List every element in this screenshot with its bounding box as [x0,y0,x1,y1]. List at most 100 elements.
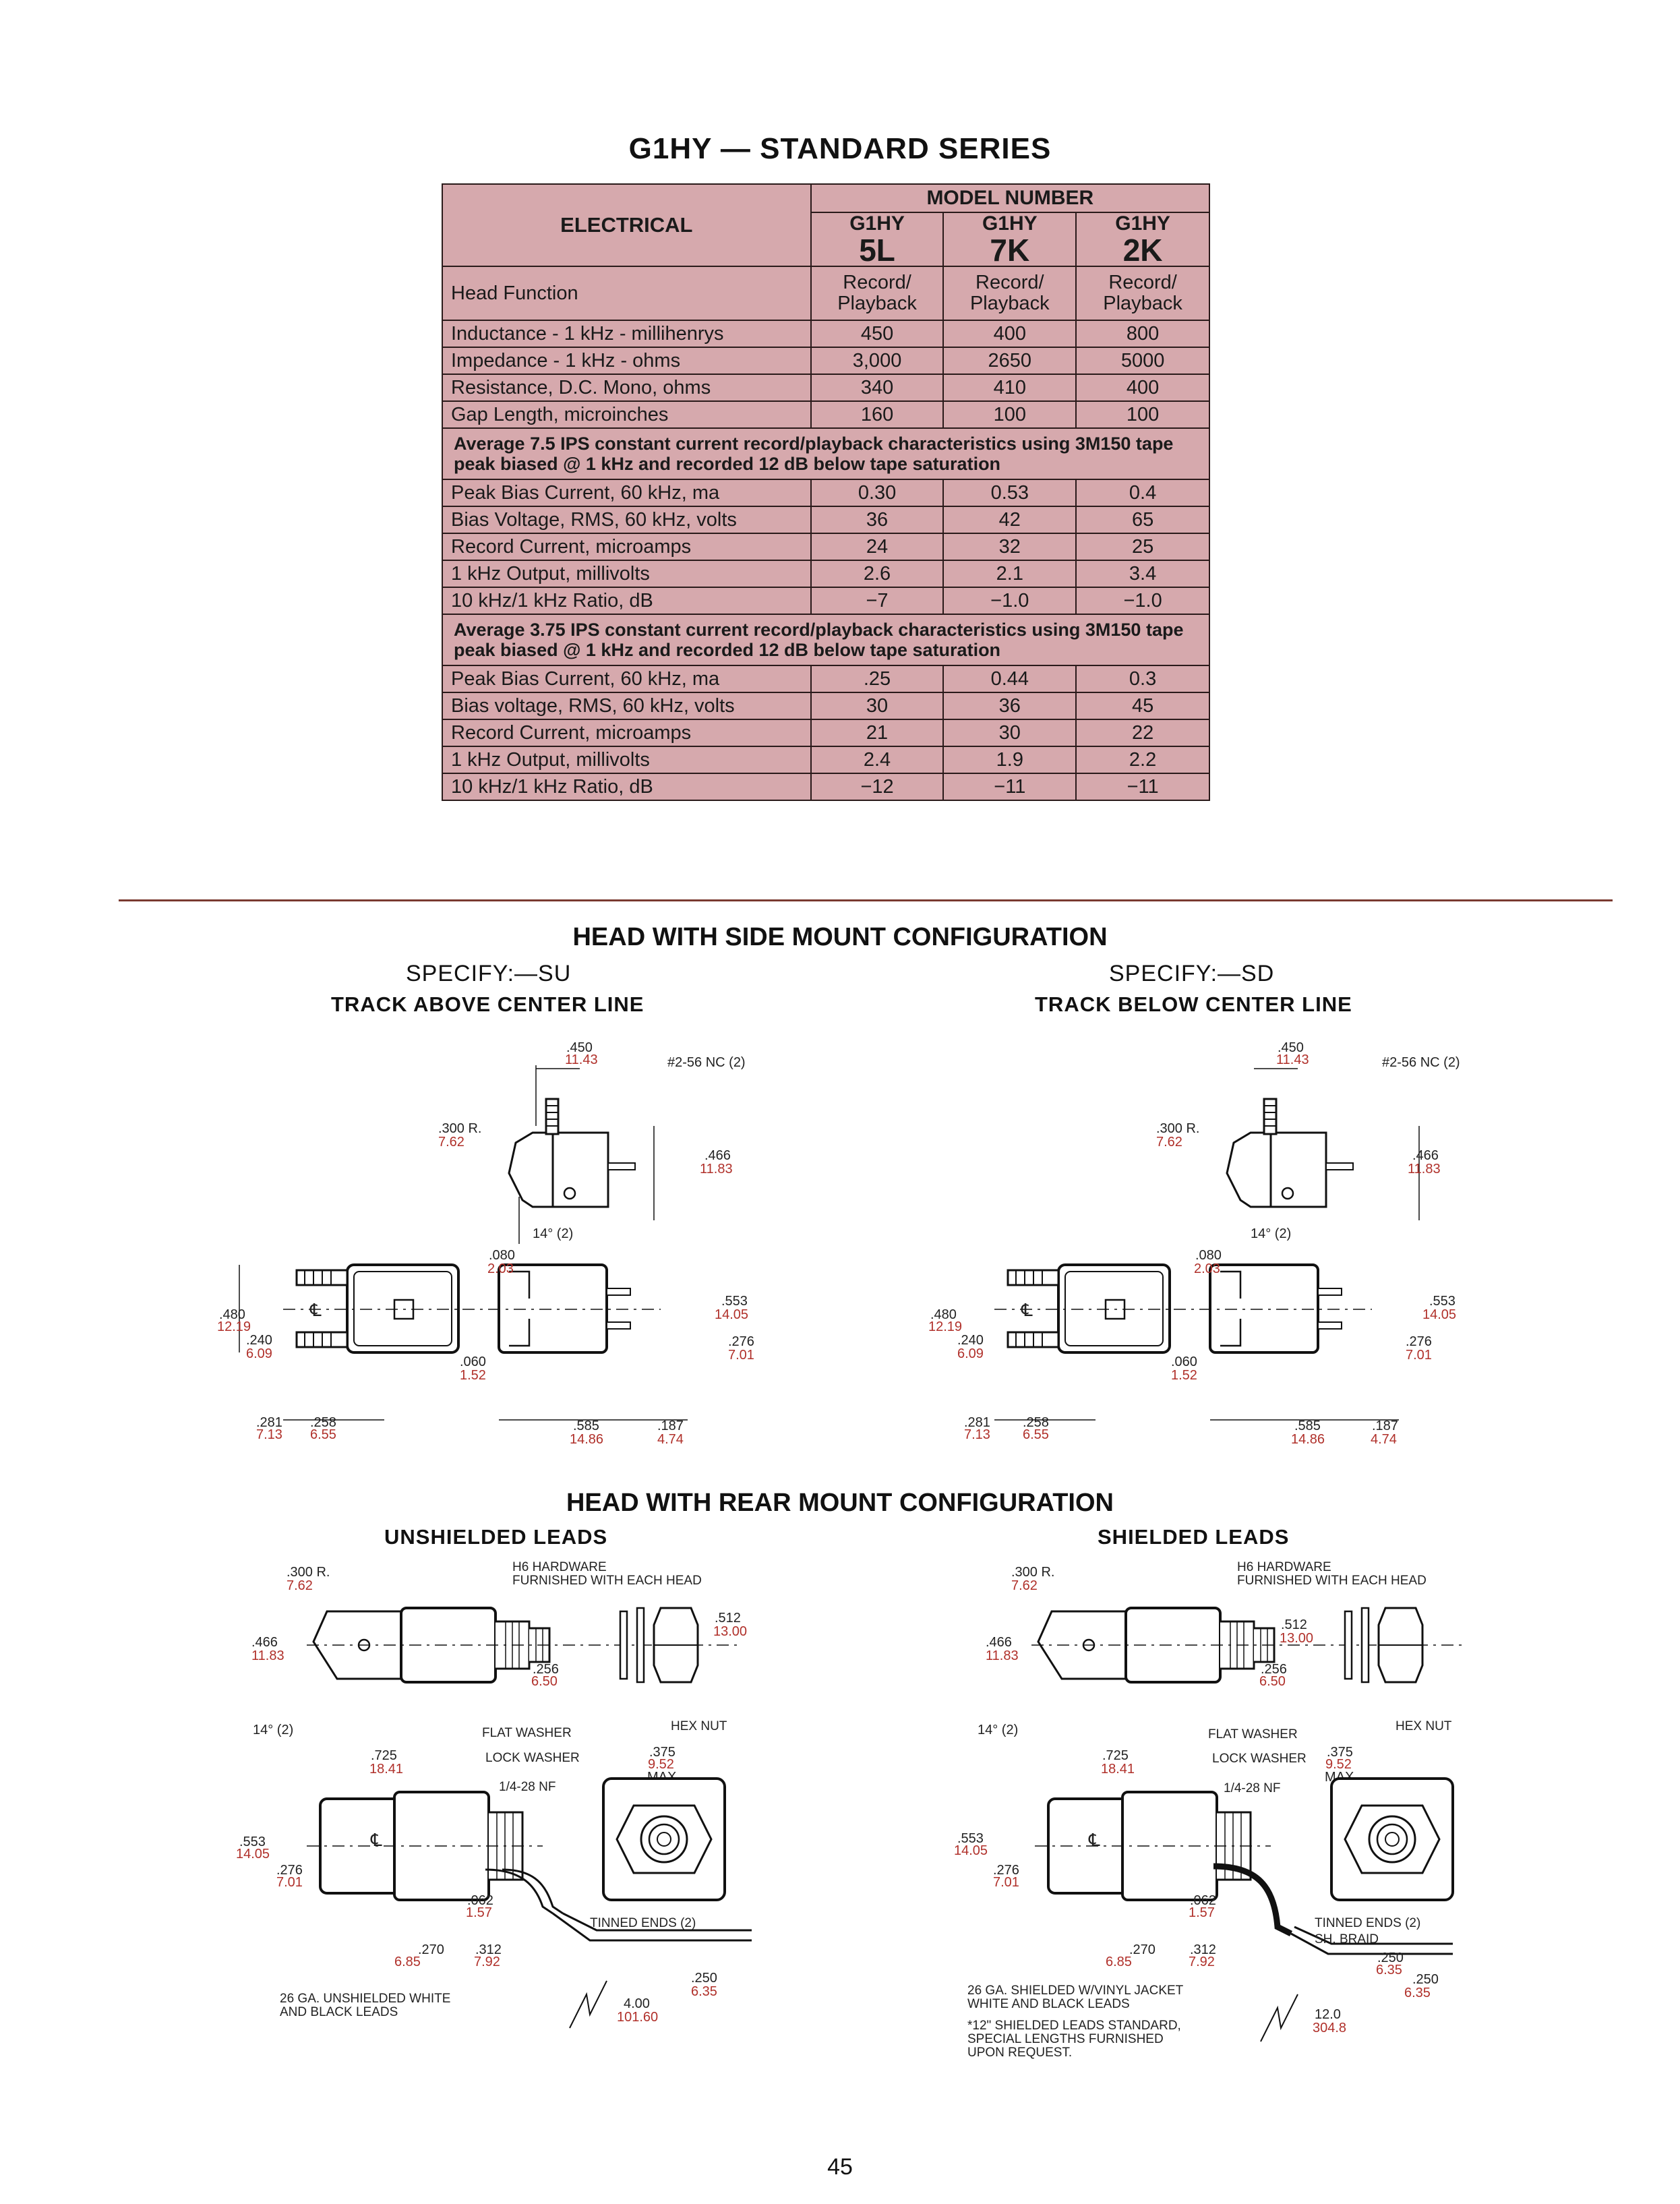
rear-dim-375-mm: 9.52 [648,1757,674,1772]
table-cell: 2650 [942,347,1077,375]
table-cell: 0.3 [1075,665,1210,693]
caption-track-above: TRACK ABOVE CENTER LINE [331,992,644,1016]
table-cell: −11 [1075,773,1210,801]
table-cell: 0.4 [1075,479,1210,507]
table-cell: Record/ Playback [1075,266,1210,321]
dim-450-mm: 11.43 [565,1052,598,1067]
rear-dim-256-mm-r: 6.50 [1259,1674,1286,1689]
centerline-symbol: ℄ [309,1300,322,1320]
furnished-label: FURNISHED WITH EACH HEAD [512,1574,702,1588]
dim-080: .080 [489,1248,515,1263]
thread-label-r: 1/4-28 NF [1224,1781,1280,1795]
table-cell: 0.30 [810,479,944,507]
rear-radius-300-mm: 7.62 [287,1578,313,1593]
rear-dim-375: .375 [649,1745,676,1760]
shielded-footnote-3: UPON REQUEST. [967,2046,1072,2060]
dim-585-r: .585 [1294,1419,1321,1433]
row-label: Bias voltage, RMS, 60 kHz, volts [442,692,812,720]
rear-mount-heading: HEAD WITH REAR MOUNT CONFIGURATION [566,1489,1114,1517]
row-label: Gap Length, microinches [442,400,812,429]
rear-dim-512-mm: 13.00 [713,1624,747,1639]
rear-dim-250-r2: .250 [1412,1972,1439,1987]
caption-shielded: SHIELDED LEADS [1098,1525,1290,1549]
radius-300-r: .300 R. [1156,1121,1199,1136]
dim-187-r: .187 [1372,1419,1398,1433]
sh-braid-label: SH. BRAID [1315,1932,1379,1946]
rear-dim-120-mm: 304.8 [1313,2021,1346,2035]
table-cell: 25 [1075,533,1210,561]
dim-240-r: .240 [957,1333,984,1348]
rear-dim-250-mm-r1: 6.35 [1376,1963,1402,1977]
rear-radius-300-mm-r: 7.62 [1011,1578,1038,1593]
centerline-symbol-r: ℄ [1021,1300,1033,1320]
table-row: 10 kHz/1 kHz Ratio, dB−12−11−11 [442,773,1210,801]
table-cell: 21 [810,719,944,747]
dim-466: .466 [704,1148,731,1163]
radius-300: .300 R. [438,1121,481,1136]
dim-060: .060 [460,1354,486,1369]
model-series: G1HY [849,212,905,235]
side-mount-right-front: .480 12.19 .240 6.09 ℄ .080 2.03 .060 1.… [928,1248,1456,1447]
rear-dim-553: .553 [239,1835,266,1849]
table-cell: 400 [1075,374,1210,402]
furnished-label-r: FURNISHED WITH EACH HEAD [1237,1574,1427,1588]
dim-187-mm: 4.74 [657,1432,684,1447]
table-cell: 5000 [1075,347,1210,375]
dim-080-r: .080 [1195,1248,1222,1263]
hex-nut-label: HEX NUT [671,1719,727,1733]
hardware-label: H6 HARDWARE [512,1560,607,1574]
hex-nut-label-r: HEX NUT [1396,1719,1452,1733]
rear-dim-276: .276 [276,1863,303,1878]
unshielded-note-1: 26 GA. UNSHIELDED WHITE [280,1992,450,2006]
table-cell: 450 [810,320,944,348]
shielded-note-1: 26 GA. SHIELDED W/VINYL JACKET [967,1984,1184,1998]
rear-angle-14-r: 14° (2) [978,1723,1018,1737]
dim-276: .276 [728,1334,754,1349]
hardware-label-r: H6 HARDWARE [1237,1560,1331,1574]
table-cell: −12 [810,773,944,801]
table-cell: 2.2 [1075,746,1210,774]
shielded-footnote-2: SPECIAL LENGTHS FURNISHED [967,2032,1164,2046]
rear-dim-062: .062 [467,1893,493,1908]
page-title: G1HY — STANDARD SERIES [628,132,1052,165]
dim-258-mm: 6.55 [310,1427,336,1442]
rear-dim-553-r: .553 [957,1831,984,1846]
electrical-header: ELECTRICAL [442,183,812,267]
row-label: Peak Bias Current, 60 kHz, ma [442,665,812,693]
flat-washer-label-r: FLAT WASHER [1208,1727,1298,1741]
rear-dim-512: .512 [715,1611,741,1626]
dim-187-mm-r: 4.74 [1371,1432,1397,1447]
rear-dim-256: .256 [533,1662,559,1677]
dim-060-r: .060 [1171,1354,1197,1369]
dim-240-mm: 6.09 [246,1346,272,1361]
rear-dim-256-r: .256 [1261,1662,1287,1677]
dim-276-mm-r: 7.01 [1406,1348,1432,1363]
table-cell: 30 [942,719,1077,747]
shielded-note-2: WHITE AND BLACK LEADS [967,1997,1130,2011]
dim-480-mm-r: 12.19 [928,1319,962,1334]
rear-dim-312-mm-r: 7.92 [1189,1955,1215,1969]
rear-dim-270: .270 [418,1942,444,1957]
table-cell: 32 [942,533,1077,561]
side-mount-heading: HEAD WITH SIDE MOUNT CONFIGURATION [572,923,1108,951]
table-cell: 36 [942,692,1077,720]
row-label: Resistance, D.C. Mono, ohms [442,374,812,402]
rear-radius-300-r: .300 R. [1011,1565,1054,1580]
dim-585-mm: 14.86 [570,1432,603,1447]
table-cell: 100 [942,400,1077,429]
dim-258-r: .258 [1023,1415,1049,1430]
rear-dim-276-r: .276 [993,1863,1019,1878]
rear-dim-120: 12.0 [1315,2007,1341,2022]
lock-washer-label-r: LOCK WASHER [1212,1752,1307,1766]
rear-dim-270-mm-r: 6.85 [1106,1955,1132,1969]
table-cell: 0.44 [942,665,1077,693]
